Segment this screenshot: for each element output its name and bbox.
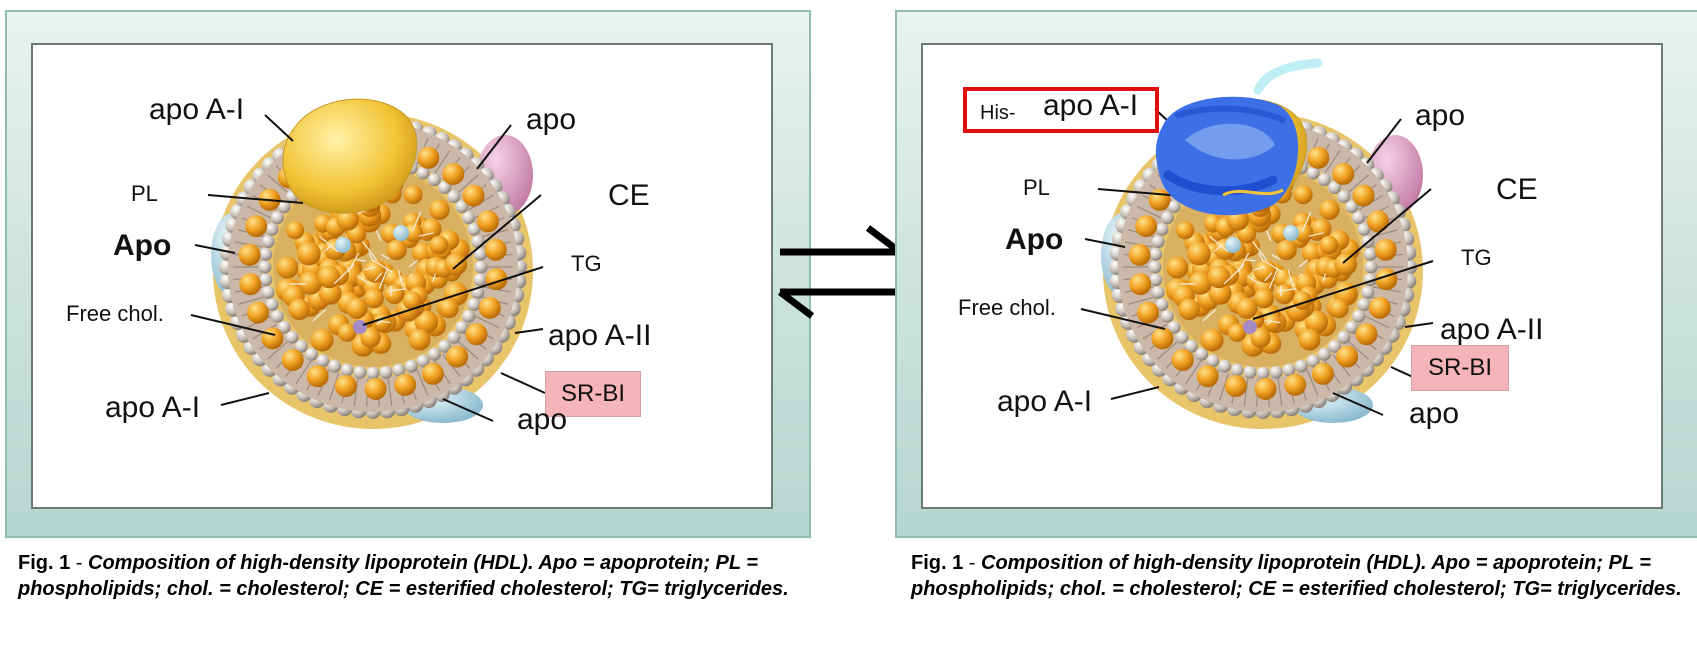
label-sr-bi: SR-BI [1411, 345, 1509, 391]
label-free-chol: Free chol. [958, 297, 1056, 319]
label-pl: PL [131, 183, 158, 205]
label-apo-bottom-right: apo [1409, 399, 1459, 429]
caption-text: Composition of high-density lipoprotein … [911, 552, 1682, 600]
label-tg: TG [1461, 247, 1492, 269]
label-apo-bold: Apo [1005, 225, 1063, 255]
label-apo-top-right: apo [1415, 101, 1465, 131]
label-ce: CE [608, 181, 650, 211]
left-figure-canvas: apo A-I apo PL CE Apo TG Free chol. apo … [31, 43, 773, 509]
label-tg: TG [571, 253, 602, 275]
caption-separator: - [70, 552, 88, 574]
right-figure-canvas: His- apo A-I apo PL CE Apo TG Free chol.… [921, 43, 1663, 509]
caption-fig-label: Fig. 1 [18, 552, 70, 574]
label-apo-a2: apo A-II [548, 321, 651, 351]
figure-caption-left: Fig. 1 - Composition of high-density lip… [18, 550, 818, 602]
label-ce: CE [1496, 175, 1538, 205]
label-apo-a2: apo A-II [1440, 315, 1543, 345]
caption-separator: - [963, 552, 981, 574]
label-apo-top-right: apo [526, 105, 576, 135]
caption-text: Composition of high-density lipoprotein … [18, 552, 789, 600]
caption-fig-label: Fig. 1 [911, 552, 963, 574]
figure-caption-right: Fig. 1 - Composition of high-density lip… [911, 550, 1697, 602]
label-his: His- [980, 103, 1016, 123]
label-apo-a1-bottom: apo A-I [105, 393, 200, 423]
label-apo-a1-top: apo A-I [149, 95, 244, 125]
label-apo-a1-bottom: apo A-I [997, 387, 1092, 417]
label-free-chol: Free chol. [66, 303, 164, 325]
label-apo-bottom-right: apo [517, 405, 567, 435]
equilibrium-arrows-icon [770, 222, 910, 322]
label-pl: PL [1023, 177, 1050, 199]
left-figure-panel: apo A-I apo PL CE Apo TG Free chol. apo … [5, 10, 811, 538]
label-apo-bold: Apo [113, 231, 171, 261]
right-figure-panel: His- apo A-I apo PL CE Apo TG Free chol.… [895, 10, 1697, 538]
label-apo-a1-top: apo A-I [1043, 91, 1138, 121]
hdl-particle-illustration [33, 45, 775, 511]
